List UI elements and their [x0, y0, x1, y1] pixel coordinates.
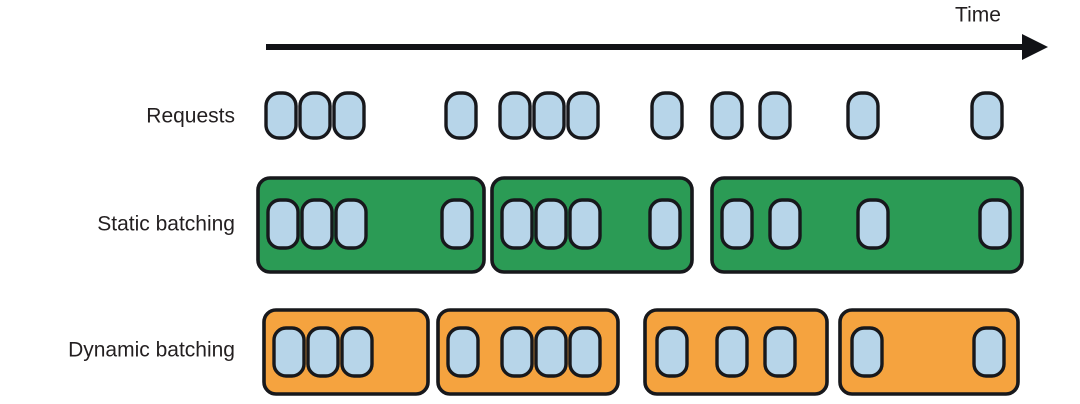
time-arrow-icon [1022, 34, 1048, 60]
dynamic-batch-box [643, 308, 829, 396]
request-pill [306, 326, 340, 378]
static-batch-box [256, 176, 486, 274]
request-pill [440, 198, 474, 250]
request-pill [500, 326, 534, 378]
request-pill [568, 326, 602, 378]
request-pill [768, 198, 802, 250]
dynamic-batch-box [838, 308, 1020, 396]
dynamic-batch-box [436, 308, 620, 396]
static-batch-box [710, 176, 1024, 274]
request-pill [972, 326, 1006, 378]
request-pill [332, 91, 366, 140]
request-pill [720, 198, 754, 250]
request-pill [758, 91, 792, 140]
request-pill [850, 326, 884, 378]
request-pill [534, 326, 568, 378]
request-pill [534, 198, 568, 250]
request-pill [568, 198, 602, 250]
static-batching-row [256, 176, 1024, 274]
request-pill [272, 326, 306, 378]
request-pill [266, 198, 300, 250]
dynamic-batch-box [838, 308, 1020, 396]
request-pill [970, 91, 1004, 140]
row-label-requests: Requests [146, 105, 235, 128]
request-pill [446, 326, 480, 378]
request-pill [300, 198, 334, 250]
time-axis-label: Time [955, 4, 1001, 27]
row-labels: Requests Static batching Dynamic batchin… [68, 105, 235, 362]
static-batch-box [490, 176, 694, 274]
request-pill [566, 91, 600, 140]
request-pill [264, 91, 298, 140]
request-pill [978, 198, 1012, 250]
request-pill [655, 326, 689, 378]
request-pill [334, 198, 368, 250]
request-pill [715, 326, 749, 378]
row-label-dynamic-batching: Dynamic batching [68, 339, 235, 362]
time-axis: Time [266, 4, 1048, 60]
request-pill [298, 91, 332, 140]
request-pill [846, 91, 880, 140]
request-pill [648, 198, 682, 250]
request-pill [856, 198, 890, 250]
request-pill [498, 91, 532, 140]
request-pill [532, 91, 566, 140]
dynamic-batching-row [262, 308, 1020, 396]
request-pill [650, 91, 684, 140]
request-pill [710, 91, 744, 140]
request-pill [340, 326, 374, 378]
dynamic-batch-box [262, 308, 430, 396]
request-pill [763, 326, 797, 378]
row-label-static-batching: Static batching [97, 213, 235, 236]
requests-row [264, 91, 1004, 140]
request-pill [500, 198, 534, 250]
request-pill [444, 91, 478, 140]
